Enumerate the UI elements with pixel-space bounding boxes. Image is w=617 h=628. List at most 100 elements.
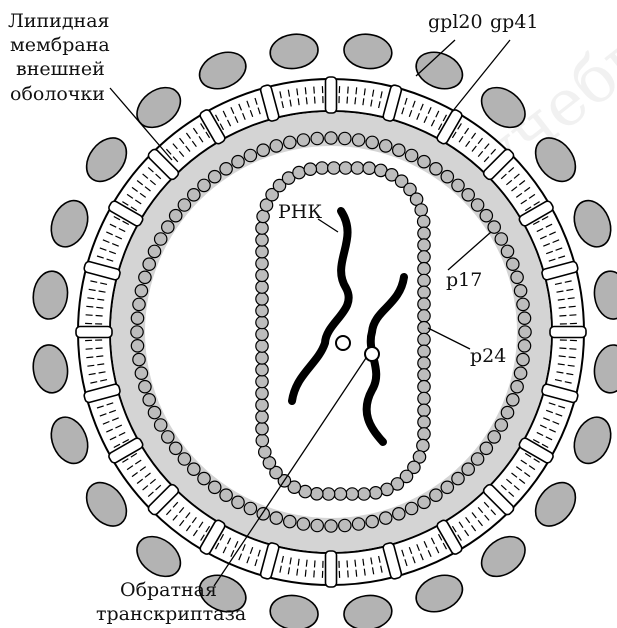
p24-bead bbox=[328, 162, 340, 174]
lipid-tail bbox=[559, 348, 566, 349]
p24-bead bbox=[418, 416, 430, 428]
p17-bead bbox=[471, 453, 483, 465]
gp120-knob bbox=[78, 475, 134, 534]
p17-bead bbox=[135, 285, 147, 297]
p24-bead bbox=[418, 286, 430, 298]
p24-bead bbox=[256, 423, 268, 435]
p17-bead bbox=[366, 515, 378, 527]
p17-bead bbox=[441, 481, 453, 493]
gp120-knob bbox=[268, 31, 320, 71]
p24-bead bbox=[256, 246, 268, 258]
lipid-tail bbox=[559, 356, 566, 357]
p17-bead bbox=[270, 140, 282, 152]
p17-bead bbox=[405, 502, 417, 514]
p24-bead bbox=[363, 162, 375, 174]
p17-bead bbox=[339, 519, 351, 531]
p17-bead bbox=[366, 136, 378, 148]
p17-bead bbox=[143, 394, 155, 406]
lipid-tail bbox=[347, 97, 348, 104]
lipid-tail bbox=[86, 306, 93, 307]
gp41-plug bbox=[326, 77, 337, 113]
p24-bead bbox=[256, 328, 268, 340]
p24-bead bbox=[256, 375, 268, 387]
p17-bead bbox=[519, 326, 531, 338]
p17-bead bbox=[284, 136, 296, 148]
p17-bead bbox=[297, 134, 309, 146]
p17-bead bbox=[462, 463, 474, 475]
label-gp120: gpl20 bbox=[428, 11, 483, 33]
lipid-tail bbox=[86, 315, 93, 316]
gp120-knob bbox=[45, 195, 95, 252]
lipid-tail bbox=[355, 97, 356, 104]
lipid-tail bbox=[569, 357, 576, 358]
lipid-tail bbox=[559, 316, 566, 317]
p24-bead bbox=[256, 316, 268, 328]
p17-bead bbox=[209, 481, 221, 493]
p17-bead bbox=[170, 442, 182, 454]
lipid-tail bbox=[569, 349, 576, 350]
p17-bead bbox=[311, 132, 323, 144]
gp120-knob bbox=[194, 46, 251, 96]
p24-bead bbox=[256, 222, 268, 234]
lipid-tail bbox=[569, 315, 576, 316]
p17-bead bbox=[514, 367, 526, 379]
label-rt-line1: Обратная bbox=[120, 579, 217, 601]
p17-bead bbox=[418, 156, 430, 168]
p24-bead bbox=[418, 215, 430, 227]
p17-bead bbox=[270, 512, 282, 524]
gp120-knob bbox=[527, 475, 583, 534]
p24-bead bbox=[256, 399, 268, 411]
lipid-tail bbox=[356, 87, 357, 94]
p24-bead bbox=[256, 352, 268, 364]
p24-bead bbox=[418, 392, 430, 404]
p17-bead bbox=[488, 431, 500, 443]
gp120-knob bbox=[592, 269, 617, 321]
p17-bead bbox=[501, 406, 513, 418]
lipid-tail bbox=[314, 87, 315, 94]
p17-bead bbox=[441, 171, 453, 183]
label-lipid-line4: оболочки bbox=[10, 83, 105, 105]
lipid-tail bbox=[96, 356, 103, 357]
p17-bead bbox=[178, 199, 190, 211]
p24-bead bbox=[418, 251, 430, 263]
p24-bead bbox=[322, 488, 334, 500]
p24-bead bbox=[418, 357, 430, 369]
p24-bead bbox=[304, 163, 316, 175]
lipid-tail bbox=[306, 560, 307, 567]
p17-bead bbox=[162, 221, 174, 233]
reverse-transcriptase-1 bbox=[336, 336, 350, 350]
p17-bead bbox=[257, 144, 269, 156]
p17-bead bbox=[488, 221, 500, 233]
lipid-tail bbox=[305, 570, 306, 577]
gp120-knob bbox=[30, 269, 70, 321]
p17-bead bbox=[131, 326, 143, 338]
p24-bead bbox=[381, 483, 393, 495]
p24-bead bbox=[418, 274, 430, 286]
lipid-tail bbox=[96, 348, 103, 349]
lipid-tail bbox=[356, 570, 357, 577]
p17-bead bbox=[155, 233, 167, 245]
p17-bead bbox=[133, 298, 145, 310]
gp120-knob bbox=[474, 528, 533, 584]
p17-bead bbox=[511, 271, 523, 283]
p24-bead bbox=[418, 310, 430, 322]
p17-bead bbox=[232, 156, 244, 168]
gp120-knob bbox=[45, 412, 95, 469]
p17-bead bbox=[405, 149, 417, 161]
lipid-tail bbox=[314, 570, 315, 577]
p17-bead bbox=[131, 340, 143, 352]
p17-bead bbox=[517, 298, 529, 310]
p24-bead bbox=[256, 434, 268, 446]
gp120-knob bbox=[78, 130, 134, 189]
p17-bead bbox=[518, 340, 530, 352]
label-p17: p17 bbox=[446, 269, 482, 291]
p24-bead bbox=[418, 345, 430, 357]
p17-bead bbox=[518, 312, 530, 324]
p17-bead bbox=[198, 179, 210, 191]
p17-bead bbox=[155, 419, 167, 431]
lipid-tail bbox=[96, 307, 103, 308]
reverse-transcriptase-2 bbox=[365, 347, 379, 361]
p17-bead bbox=[325, 520, 337, 532]
lipid-tail bbox=[86, 349, 93, 350]
p24-bead bbox=[358, 488, 370, 500]
